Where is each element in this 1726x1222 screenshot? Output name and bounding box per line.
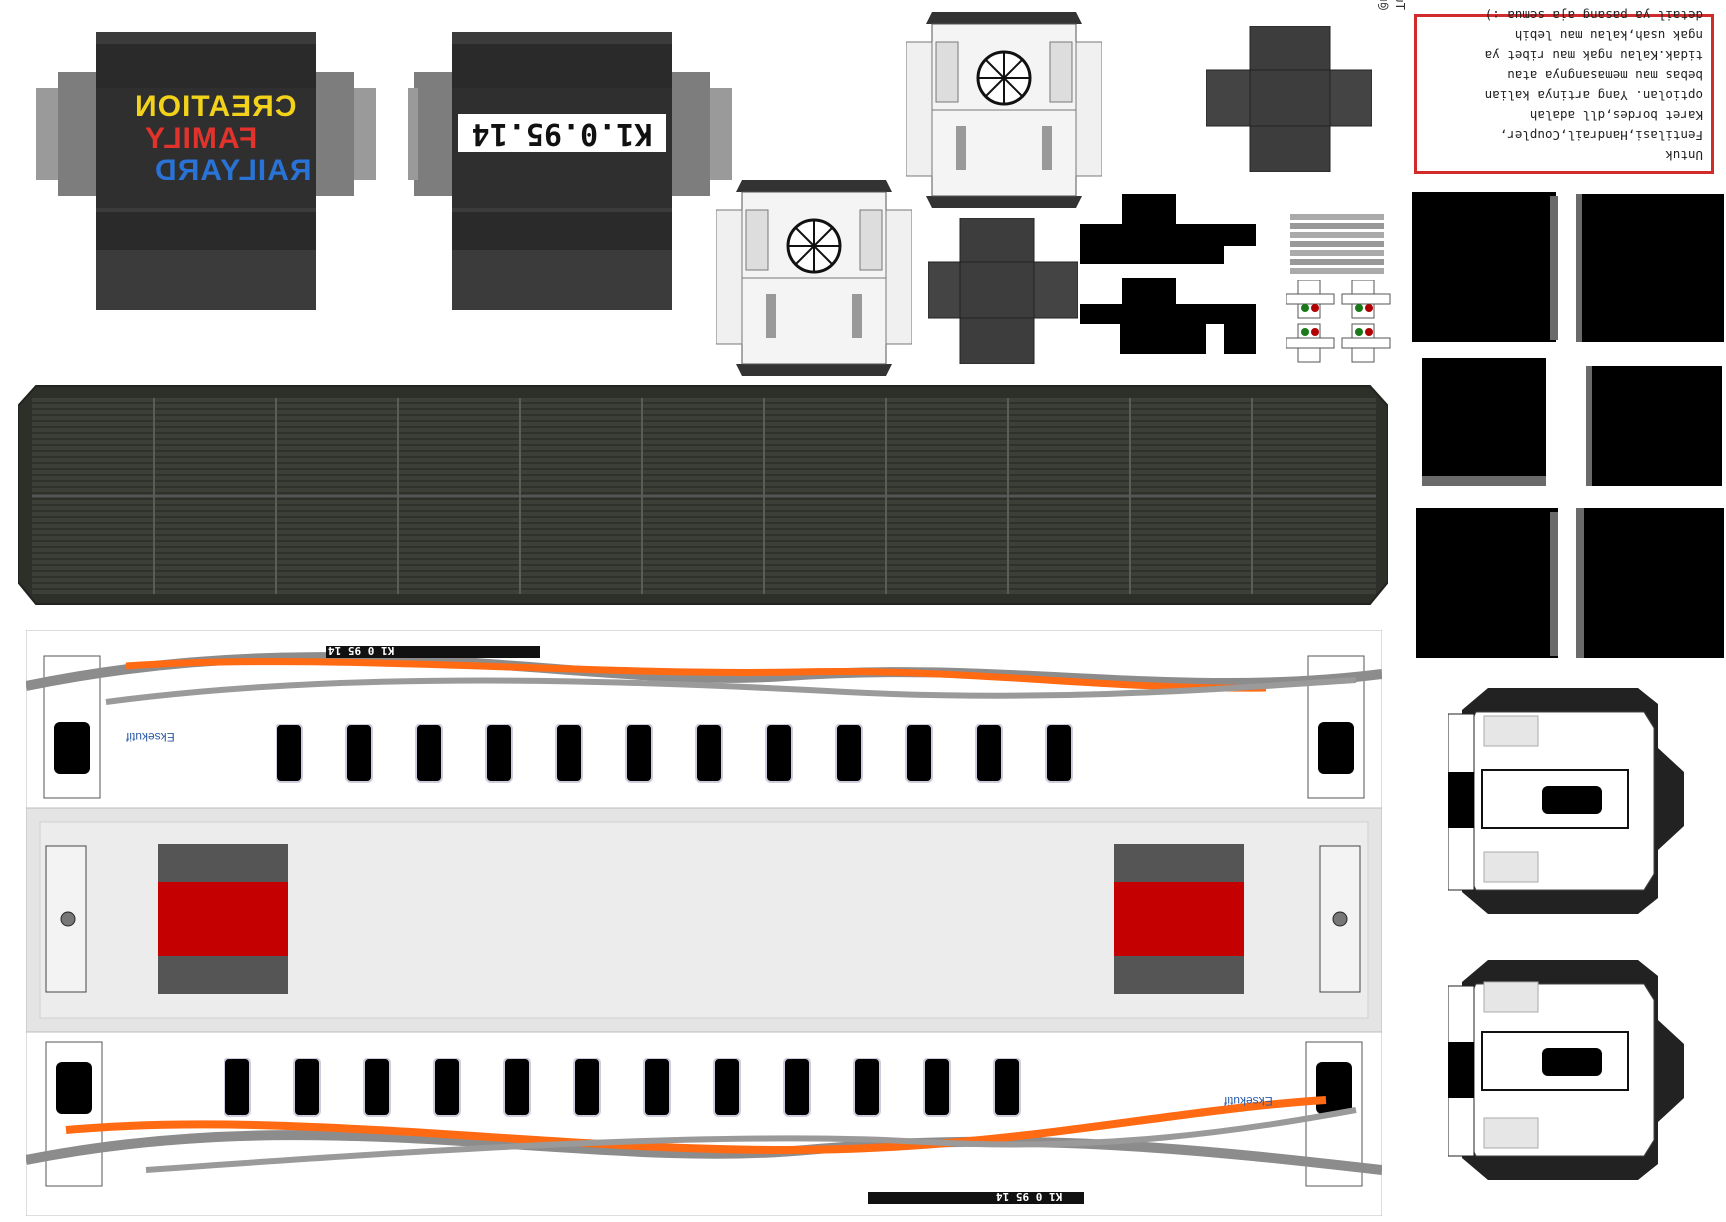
note-line: detail ya pasang aja semua :): [1484, 8, 1703, 23]
credit-line-2: @railyardfamily_creation: [1376, 0, 1392, 10]
ac-unit-bottom: [715, 180, 913, 376]
roof-panel: [17, 384, 1389, 606]
brand-word-railyard: RAILYARD: [154, 154, 312, 187]
brand-logo: CREATION FAMILY RAILYARD: [98, 90, 318, 208]
bogie-net-number-shape: [408, 32, 732, 310]
cross-net-small-2-shape: [1205, 25, 1373, 173]
optional-parts-note: Untuk Fentilasi,Handrail,Coupler, Karet …: [1414, 8, 1714, 174]
ac-unit-top: [905, 12, 1103, 208]
roof-panel-art: [17, 385, 1389, 605]
car-number-plate: K1.0.95.14: [458, 114, 666, 152]
class-label-bottom: Eksekutif: [1224, 1094, 1273, 1108]
car-end-top: [1447, 688, 1688, 914]
car-end-bottom: [1447, 960, 1688, 1180]
bogie-net-brand: CREATION FAMILY RAILYARD: [36, 32, 376, 310]
ac-unit-bottom-shape: [715, 180, 913, 376]
cross-net-small-1-shape: [927, 217, 1079, 365]
note-line: ngak usah,kalau mau lebih: [1514, 28, 1703, 43]
note-line: Karet bordes,dll adalah: [1529, 108, 1703, 123]
side-number-bottom: K1 0 95 14: [996, 1190, 1062, 1203]
brand-word-family: FAMILY: [144, 122, 258, 155]
handrail-strips: [1290, 214, 1384, 274]
cross-net-small-1: [927, 217, 1079, 365]
handrail-strips-art: [1290, 214, 1384, 274]
ac-unit-top-shape: [905, 12, 1103, 208]
bogie-net-brand-shape: [36, 32, 376, 310]
brand-word-creation: CREATION: [134, 90, 297, 123]
side-number-bottom-text: K1 0 95 14: [996, 1190, 1063, 1203]
tail-lamp-nets-art: [1285, 279, 1391, 363]
class-label-top: Eksekutif: [126, 730, 175, 744]
note-line: bebas mau memasangnya atau: [1507, 68, 1703, 83]
cross-net-small-2: [1205, 25, 1373, 173]
window-row-bottom: [223, 1057, 1064, 1118]
window-row-top-art: [275, 723, 1073, 783]
tail-lamp-nets: [1285, 279, 1392, 364]
side-number-top-text: K1 0 95 14: [328, 644, 395, 657]
black-tiles-art: [1412, 192, 1724, 658]
car-end-top-art: [1447, 688, 1684, 914]
class-label-top-text: Eksekutif: [126, 730, 175, 744]
coupler-shapes-art: [1080, 194, 1256, 354]
note-line: optiolan. Yang artinya kalian: [1484, 88, 1703, 103]
class-label-bottom-text: Eksekutif: [1224, 1094, 1273, 1108]
side-number-top: K1 0 95 14: [328, 644, 394, 657]
black-tiles: [1410, 190, 1726, 660]
car-number-text: K1.0.95.14: [471, 116, 653, 151]
car-end-bottom-art: [1447, 960, 1684, 1180]
credit-text: Tutorial @railyardfamily_creation: [1368, 0, 1408, 160]
window-row-bottom-art: [223, 1057, 1021, 1117]
car-body-sheet: K1 0 95 14 K1 0 95 14 Eksekutif Eksekuti…: [24, 629, 1383, 1217]
note-line: tidak.Kalau ngak mau ribet ya: [1484, 48, 1703, 63]
credit-line-1: Tutorial: [1392, 0, 1408, 10]
note-line: Untuk: [1665, 148, 1703, 163]
bogie-net-number: K1.0.95.14: [408, 32, 732, 310]
note-line: Fentilasi,Handrail,Coupler,: [1499, 128, 1703, 143]
coupler-shapes: [1080, 194, 1256, 356]
window-row-top: [275, 723, 1116, 784]
car-body-sheet-art: [24, 629, 1383, 1217]
